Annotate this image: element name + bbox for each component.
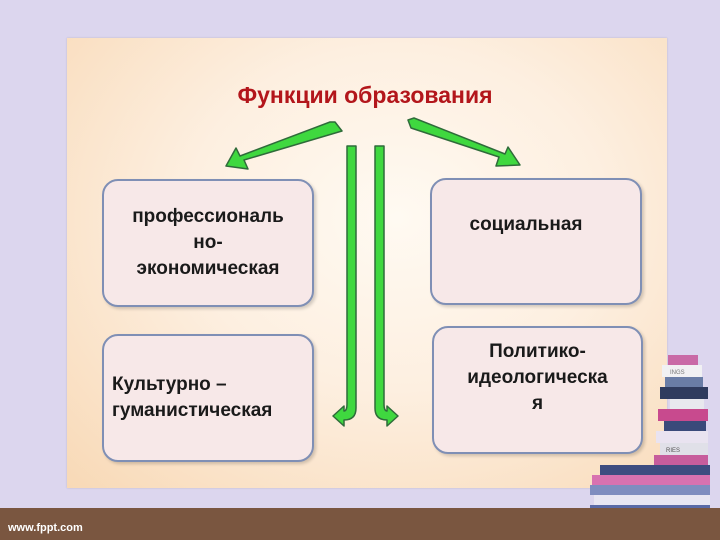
diagram-title: Функции образования bbox=[237, 82, 493, 108]
box-social-label: социальная bbox=[469, 213, 583, 235]
watermark-text: www.fppt.com bbox=[8, 522, 83, 534]
arrow-to-top-left bbox=[225, 121, 343, 170]
books-decoration: INGS RIES bbox=[590, 355, 710, 517]
box-political-ideological: Политико- идеологическа я bbox=[432, 326, 643, 454]
box-cultural-humanistic-label: Культурно – гуманистическая bbox=[112, 374, 273, 421]
box-political-ideological-label: Политико- идеологическа я bbox=[467, 341, 608, 414]
box-professional-economic: профессиональ но- экономическая bbox=[102, 179, 314, 307]
box-cultural-humanistic: Культурно – гуманистическая bbox=[102, 334, 314, 462]
book-label: INGS bbox=[670, 370, 685, 376]
book-label: RIES bbox=[666, 448, 680, 454]
footer-bar bbox=[0, 508, 720, 540]
arrow-to-bottom-left bbox=[332, 145, 357, 427]
box-professional-economic-label: профессиональ но- экономическая bbox=[132, 206, 284, 279]
arrow-to-bottom-right bbox=[374, 145, 399, 427]
arrow-to-top-right bbox=[407, 117, 521, 167]
box-social: социальная bbox=[430, 178, 642, 305]
